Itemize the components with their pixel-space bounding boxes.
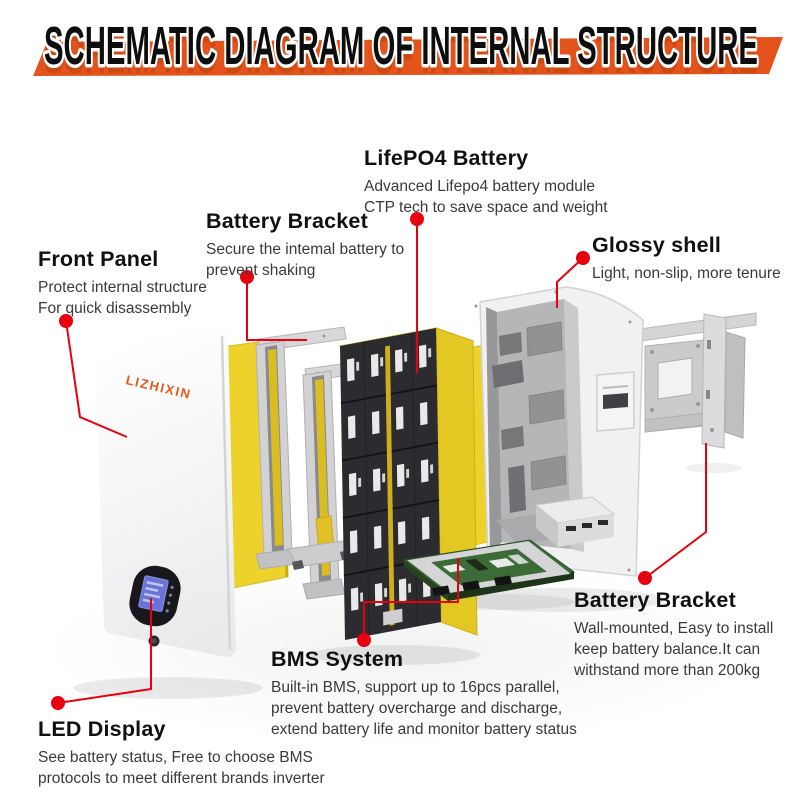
battery-center-strip xyxy=(385,345,395,626)
callout-battery-bracket-left: Battery Bracket Secure the intemal batte… xyxy=(206,209,404,281)
callout-front-panel: Front Panel Protect internal structure F… xyxy=(38,247,207,319)
callout-description: Secure the intemal battery to prevent sh… xyxy=(206,241,405,279)
callout-bms-system: BMS System Built-in BMS, support up to 1… xyxy=(271,647,577,740)
callout-battery-bracket-right: Battery Bracket Wall-mounted, Easy to in… xyxy=(574,588,773,681)
callout-description: Light, non-slip, more tenure xyxy=(592,265,781,282)
leader-front-panel xyxy=(65,320,128,438)
shell-right-wall xyxy=(564,299,584,552)
leader-battery-bracket-left xyxy=(246,277,307,341)
callout-description: Built-in BMS, support up to 16pcs parall… xyxy=(271,679,577,738)
front-panel: LIZHIXIN xyxy=(95,325,236,657)
callout-lifepo4-battery: LifePO4 Battery Advanced Lifepo4 battery… xyxy=(364,146,608,218)
front-panel-face xyxy=(95,325,236,657)
page-title-shadow: SCHEMATIC DIAGRAM OF INTERNAL STRUCTURE xyxy=(44,25,758,85)
callout-led-display: LED Display See battery status, Free to … xyxy=(38,717,325,789)
callout-description: Advanced Lifepo4 battery module CTP tech… xyxy=(364,178,608,216)
leader-battery-bracket-right xyxy=(644,443,707,579)
callout-glossy-shell: Glossy shell Light, non-slip, more tenur… xyxy=(592,233,781,284)
callout-heading: LED Display xyxy=(38,717,166,741)
small-mount-bracket xyxy=(287,515,361,570)
header-banner: SCHEMATIC DIAGRAM OF INTERNAL STRUCTURE … xyxy=(33,13,783,85)
leader-led xyxy=(57,598,152,704)
battery-cell-grid xyxy=(340,328,441,640)
callout-heading: Front Panel xyxy=(38,247,159,271)
page-title: SCHEMATIC DIAGRAM OF INTERNAL STRUCTURE xyxy=(44,16,758,76)
callout-description: See battery status, Free to choose BMS p… xyxy=(38,749,325,787)
bms-metal-frame xyxy=(407,541,571,593)
callout-description: Wall-mounted, Easy to install keep batte… xyxy=(574,620,774,679)
callout-heading: Battery Bracket xyxy=(574,588,736,612)
callout-heading: Glossy shell xyxy=(592,233,722,257)
callout-description: Protect internal structure For quick dis… xyxy=(38,279,207,317)
banner-ribbon xyxy=(33,37,783,76)
leader-glossy-shell xyxy=(556,257,584,308)
callout-heading: BMS System xyxy=(271,647,404,671)
wall-mount-bracket xyxy=(639,312,757,449)
callout-heading: Battery Bracket xyxy=(206,209,368,233)
bms-board xyxy=(402,539,576,601)
callout-heading: LifePO4 Battery xyxy=(364,146,529,170)
leader-bms xyxy=(363,558,459,640)
leader-lines xyxy=(51,212,707,710)
glossy-shell xyxy=(474,286,644,577)
led-display-pod xyxy=(129,565,181,627)
